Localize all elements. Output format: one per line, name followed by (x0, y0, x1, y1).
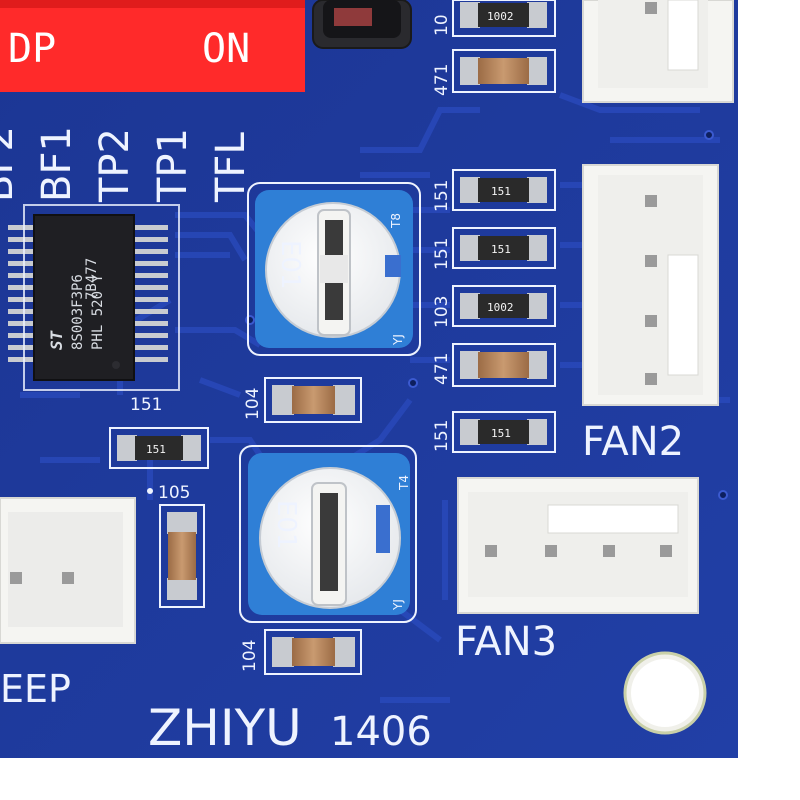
st-logo-icon: ST (47, 329, 66, 350)
resistor-left-marking: 151 (146, 443, 166, 456)
pin-label-tfl: TFL (208, 132, 254, 203)
brand-label: ZHIYU (148, 699, 302, 757)
label-151-c: 151 (432, 420, 452, 452)
pin-labels: BF2 BF1 TP2 TP1 TFL (0, 126, 254, 203)
trimmer-potentiometer-top: E01 T8 YJ (247, 182, 421, 356)
right-components: 151 151 1002 151 1002 (452, 0, 556, 453)
pin-label-bf2: BF2 (0, 126, 22, 202)
fan2-label: FAN2 (582, 419, 684, 465)
resistor-151-left: 151 151 (109, 395, 209, 469)
mcu-chip: ST 8S003F3P6 PHL 520 Y 7B477 (8, 214, 168, 381)
resistor-top-marking: 1002 (487, 10, 514, 23)
fan3-label: FAN3 (455, 619, 557, 665)
resistor-r1-marking: 151 (491, 185, 511, 198)
label-105: 105 (158, 483, 190, 503)
model-label: 1406 (330, 709, 432, 755)
pot-bottom-code: E01 (271, 500, 301, 550)
fan2-connector: FAN2 (582, 164, 719, 465)
capacitor-104-bottom: 104 (240, 629, 362, 675)
label-10-top: 10 (432, 14, 452, 36)
switch-label-on: ON (202, 26, 250, 72)
pot-top-small-label: T8 (389, 213, 403, 229)
pot-top-code: E01 (275, 240, 305, 290)
capacitor-104-top: 104 (243, 377, 362, 423)
chip-marking-line3: 7B477 (84, 258, 100, 300)
label-104-bottom: 104 (240, 640, 260, 672)
capacitor-105: 105 (147, 483, 205, 608)
label-151-left: 151 (130, 395, 162, 415)
label-471-top: 471 (432, 64, 452, 96)
label-151-b: 151 (432, 238, 452, 270)
pin-label-tp1: TP1 (150, 128, 196, 203)
top-crystal (312, 0, 412, 49)
trimmer-potentiometer-bottom: E01 T4 YJ (239, 445, 417, 623)
chip-marking-line2: PHL 520 Y (90, 274, 106, 350)
pot-bottom-yj: YJ (391, 599, 405, 611)
chip-marking-line1: 8S003F3P6 (70, 274, 86, 350)
top-right-connector (582, 0, 734, 103)
label-103: 103 (432, 296, 452, 328)
pin-label-bf1: BF1 (34, 126, 80, 202)
pot-top-yj: YJ (391, 334, 405, 346)
pot-bottom-small-label: T4 (397, 475, 411, 491)
mounting-hole-icon (623, 651, 707, 735)
label-151-a: 151 (432, 180, 452, 212)
beep-label: EEP (0, 667, 71, 711)
dip-switch: DP ON (0, 0, 305, 92)
label-471: 471 (432, 353, 452, 385)
fan3-connector: FAN3 (455, 477, 699, 665)
switch-label-left: DP (8, 26, 56, 72)
pin-label-tp2: TP2 (92, 128, 138, 203)
resistor-r3-marking: 1002 (487, 301, 514, 314)
beep-connector: EEP (0, 497, 136, 711)
right-col-labels: 151 151 103 471 151 10 471 (432, 14, 452, 452)
resistor-r2-marking: 151 (491, 243, 511, 256)
resistor-r5-marking: 151 (491, 427, 511, 440)
label-104-top: 104 (243, 388, 263, 420)
